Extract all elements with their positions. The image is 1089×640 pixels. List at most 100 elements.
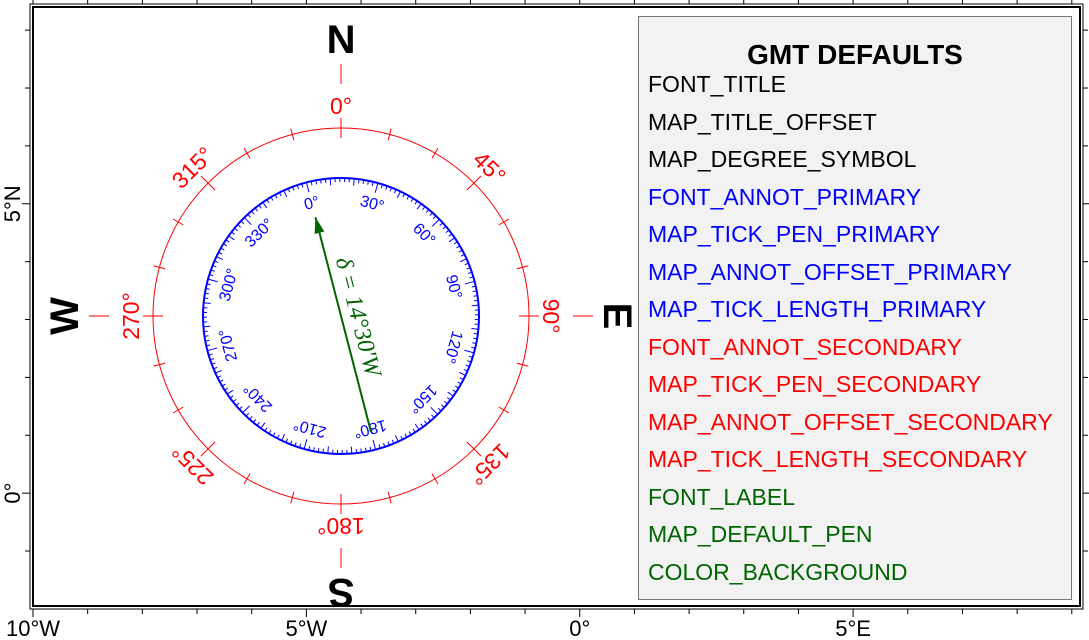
inner-tick [322, 448, 325, 453]
inner-tick [414, 423, 420, 431]
inner-tick [308, 446, 311, 451]
inner-tick [402, 193, 406, 198]
legend-item: MAP_TICK_LENGTH_PRIMARY [648, 296, 987, 322]
inner-tick [360, 448, 362, 453]
inner-tick [471, 328, 479, 330]
outer-tick [431, 147, 439, 159]
frame-inner [32, 6, 1081, 607]
inner-tick [364, 447, 367, 452]
inner-tick [281, 434, 286, 441]
inner-tick [473, 332, 478, 335]
inner-tick [276, 434, 280, 439]
inner-tick [205, 339, 210, 342]
inner-tick [232, 399, 237, 403]
inner-tick [216, 256, 223, 261]
inner-degree-label: 120° [440, 329, 465, 365]
legend-item: COLOR_BACKGROUND [648, 558, 908, 585]
inner-tick [353, 178, 355, 186]
inner-tick [463, 368, 468, 372]
inner-tick [317, 448, 320, 453]
inner-tick [404, 433, 408, 438]
inner-tick [260, 422, 266, 429]
legend-item: MAP_ANNOT_OFFSET_PRIMARY [648, 258, 1012, 285]
inner-tick [204, 297, 209, 300]
inner-tick [299, 443, 302, 448]
inner-tick [240, 220, 245, 225]
outer-tick [466, 441, 482, 457]
inner-tick [467, 360, 472, 363]
legend-item: MAP_ANNOT_OFFSET_SECONDARY [648, 408, 1053, 435]
inner-tick [350, 446, 353, 454]
inner-tick [303, 439, 308, 450]
inner-tick [204, 335, 209, 337]
inner-tick [229, 395, 234, 399]
inner-tick [213, 366, 218, 370]
inner-tick [245, 412, 250, 417]
inner-tick [371, 181, 374, 186]
inner-tick [369, 446, 372, 451]
inner-tick [235, 402, 240, 407]
inner-tick [472, 290, 477, 293]
inner-tick [383, 442, 386, 448]
inner-tick [460, 253, 465, 257]
inner-tick [391, 439, 395, 444]
inner-degree-label: 90° [442, 273, 465, 301]
outer-degree-label: 270° [118, 292, 144, 340]
inner-tick [472, 342, 477, 345]
inner-tick [207, 278, 218, 283]
inner-tick [285, 438, 289, 443]
inner-tick [448, 237, 456, 243]
inner-tick [296, 184, 299, 190]
inner-tick [238, 406, 243, 410]
inner-tick [437, 407, 442, 412]
inner-tick [442, 225, 447, 230]
inner-tick [416, 203, 422, 210]
inner-tick [459, 258, 467, 263]
legend-item: MAP_DEGREE_SYMBOL [648, 146, 917, 172]
inner-degree-label: 0° [302, 194, 321, 214]
inner-tick [431, 414, 435, 419]
inner-tick [224, 387, 229, 391]
inner-tick [467, 271, 473, 274]
outer-tick [200, 441, 216, 457]
inner-tick [226, 389, 234, 395]
outer-tick [516, 265, 529, 270]
legend-item: MAP_TICK_PEN_PRIMARY [648, 221, 941, 247]
inner-tick [444, 400, 448, 405]
inner-tick [268, 429, 272, 434]
inner-tick [469, 276, 474, 279]
inner-tick [374, 182, 379, 193]
inner-tick [385, 185, 388, 190]
inner-tick [387, 441, 390, 446]
inner-tick [214, 260, 219, 264]
inner-tick [249, 416, 253, 420]
inner-tick [264, 427, 268, 432]
inner-tick [206, 344, 211, 347]
inner-tick [453, 241, 458, 245]
outer-degree-label: 90° [538, 299, 564, 334]
inner-degree-label: 210° [292, 415, 328, 440]
inner-tick [389, 187, 393, 192]
inner-tick [278, 192, 282, 197]
inner-tick [459, 371, 466, 376]
inner-tick [441, 404, 445, 408]
inner-tick [459, 377, 464, 381]
inner-tick [473, 337, 478, 340]
inner-tick [254, 207, 258, 212]
inner-tick [396, 191, 401, 198]
inner-tick [464, 262, 469, 266]
inner-tick [458, 249, 463, 253]
inner-tick [454, 385, 459, 389]
outer-tick [153, 265, 166, 270]
inner-tick [250, 210, 255, 215]
inner-tick [393, 189, 397, 194]
inner-tick [237, 224, 241, 228]
inner-tick [223, 243, 228, 247]
inner-tick [448, 233, 453, 237]
inner-tick [247, 213, 251, 218]
outer-tick [290, 128, 295, 141]
inner-tick [207, 347, 218, 352]
inner-tick [452, 389, 457, 393]
frame-outer [29, 3, 1084, 610]
declination-arrow [314, 216, 373, 433]
